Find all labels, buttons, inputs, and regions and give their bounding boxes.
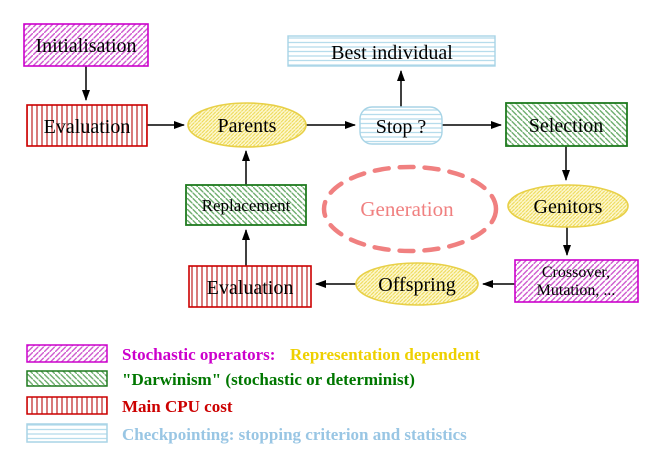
node-stop: Stop ? (359, 106, 443, 145)
node-initialisation: Initialisation (23, 23, 149, 67)
legend-swatch-cpu-cost (26, 396, 108, 415)
legend-label-darwinism: "Darwinism" (stochastic or determinist) (122, 370, 415, 389)
legend: Stochastic operators: Representation dep… (26, 344, 480, 444)
parents-ellipse (187, 102, 307, 148)
node-crossover-mutation: Crossover, Mutation, ... (514, 259, 639, 303)
node-genitors: Genitors (507, 184, 629, 228)
connector-arrows (82, 66, 571, 288)
legend-label-stochastic: Stochastic operators: (122, 345, 275, 364)
initialisation-box (23, 23, 149, 67)
legend-label-representation: Representation dependent (290, 345, 480, 364)
stop-label: Stop ? (376, 116, 427, 138)
legend-label-checkpointing: Checkpointing: stopping criterion and st… (122, 425, 467, 444)
generation-dashed-outline (321, 164, 499, 254)
legend-swatch-darwinism (26, 370, 108, 387)
selection-box (505, 102, 628, 147)
node-best-individual: Best individual (287, 35, 496, 67)
crossover-mutation-box (514, 259, 639, 303)
initialisation-label: Initialisation (35, 35, 136, 57)
node-evaluation-bottom: Evaluation (188, 265, 312, 308)
genitors-label: Genitors (534, 196, 603, 218)
selection-label: Selection (529, 115, 603, 137)
best-individual-label: Best individual (331, 42, 453, 64)
stop-box (359, 106, 443, 145)
node-evaluation-top: Evaluation (26, 104, 148, 147)
node-parents: Parents (187, 102, 307, 148)
evaluation-top-box (26, 104, 148, 147)
offspring-ellipse (355, 262, 479, 306)
legend-swatch-checkpointing (26, 423, 108, 443)
evaluation-bottom-box (188, 265, 312, 308)
evaluation-bottom-label: Evaluation (207, 277, 294, 299)
genitors-ellipse (507, 184, 629, 228)
evaluation-top-label: Evaluation (44, 116, 131, 138)
node-replacement: Replacement (185, 184, 307, 226)
best-individual-box (287, 35, 496, 67)
crossover-label-line2: Mutation, ... (537, 282, 616, 299)
crossover-label-line1: Crossover, (542, 264, 610, 281)
legend-label-cpu-cost: Main CPU cost (122, 397, 233, 416)
node-selection: Selection (505, 102, 628, 147)
generation-label: Generation (360, 197, 454, 221)
generation-loop-ellipse: Generation (321, 164, 499, 254)
node-offspring: Offspring (355, 262, 479, 306)
replacement-label: Replacement (202, 196, 291, 215)
replacement-box (185, 184, 307, 226)
offspring-label: Offspring (378, 274, 455, 296)
legend-swatch-stochastic (26, 344, 108, 363)
parents-label: Parents (218, 115, 277, 137)
